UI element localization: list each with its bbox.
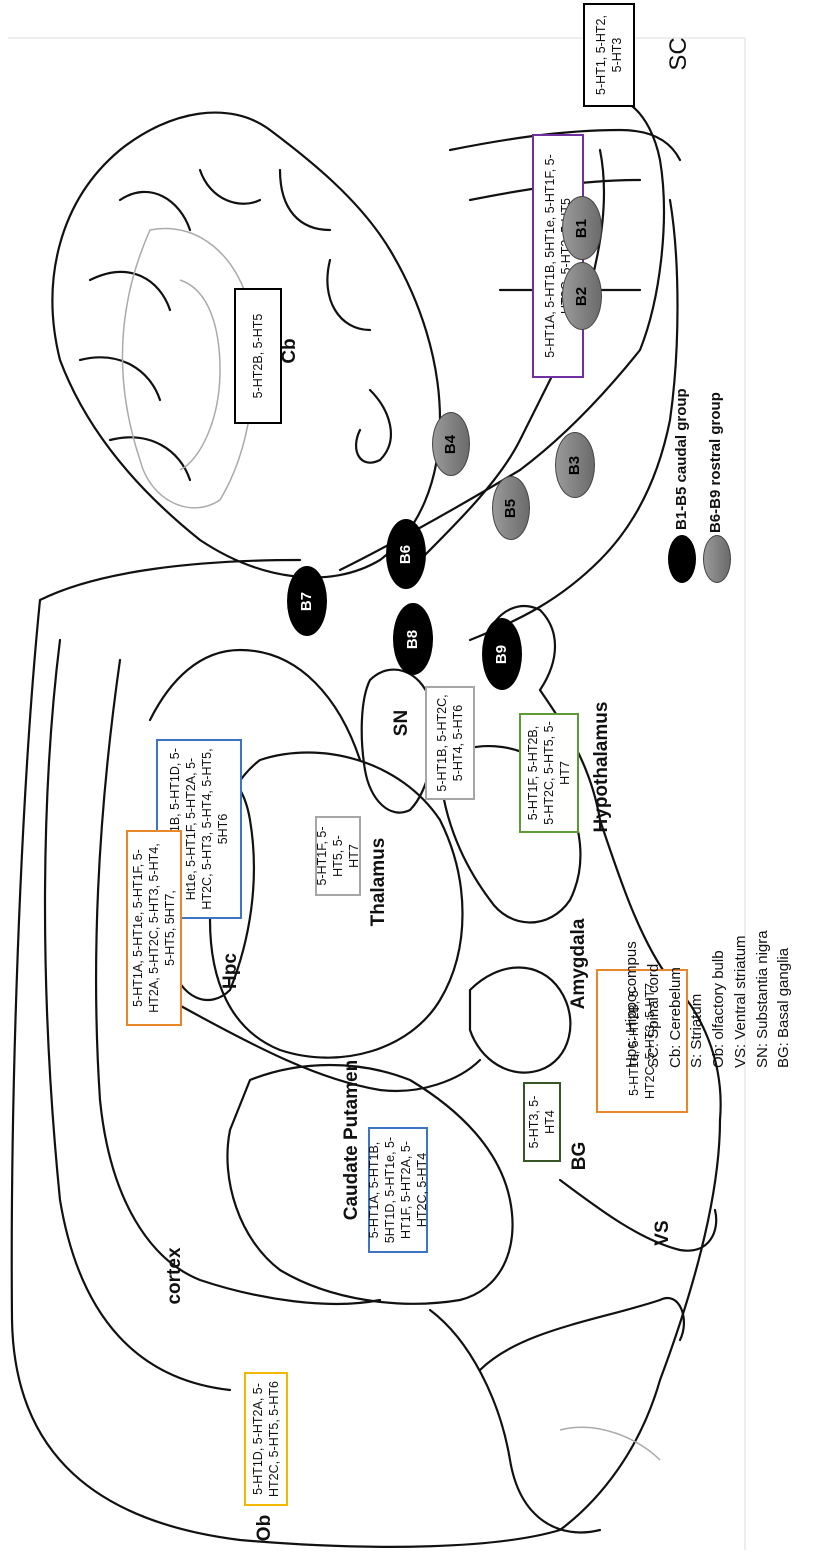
receptor-box-ob: 5-HT1D, 5-HT2A, 5-HT2C, 5-HT5, 5-HT6 (244, 1372, 288, 1506)
abbr-item: SC: Spinal cord (644, 963, 662, 1068)
abbr-item: SN: Substantia nigra (753, 930, 771, 1068)
nucleus-b4: B4 (432, 412, 470, 476)
nucleus-b5: B5 (492, 476, 530, 540)
abbr-item: VS: Ventral striatum (731, 935, 749, 1068)
legend-swatch-grey (703, 535, 731, 583)
receptor-box-sc: 5-HT1, 5-HT2, 5-HT3 (583, 3, 635, 107)
receptor-box-cortex: 5-HT1A, 5-HT1e, 5-HT1F, 5-HT2A, 5-HT2C, … (126, 830, 182, 1026)
cerebrum-outline (10, 558, 722, 1548)
nucleus-b9: B9 (482, 618, 522, 690)
legend-caudal-text: B1-B5 caudal group (673, 388, 690, 530)
nucleus-b6: B6 (386, 519, 426, 589)
label-amygdala: Amygdala (568, 918, 589, 1010)
legend-rostral-text: B6-B9 rostral group (707, 392, 724, 533)
label-sc: SC (665, 37, 692, 71)
receptor-box-bg: 5-HT3, 5-HT4 (523, 1082, 561, 1162)
abbr-item: BG: Basal ganglia (775, 947, 793, 1068)
receptor-box-sn: 5-HT1B, 5-HT2C, 5-HT4, 5-HT6 (425, 686, 475, 800)
nucleus-b2: B2 (562, 262, 602, 330)
label-vs: VS (652, 1220, 673, 1246)
label-hypothalamus: Hypothalamus (591, 701, 612, 833)
nucleus-b7: B7 (287, 566, 327, 636)
label-cb: Cb (279, 338, 300, 364)
abbr-item: Ob: olfactory bulb (710, 950, 727, 1068)
abbr-item: Cb: Cerebelum (666, 967, 684, 1068)
label-sn: SN (391, 709, 412, 737)
spinal-cord-outline (448, 128, 682, 162)
receptor-box-hypothalamus: 5-HT1F, 5-HT2B, 5-HT2C, 5-HT5, 5-HT7 (519, 713, 579, 833)
label-cortex: cortex (164, 1247, 185, 1305)
label-caudate-putamen: Caudate Putamen (341, 1059, 362, 1221)
nucleus-b3: B3 (555, 432, 595, 498)
receptor-box-caudate-putamen: 5-HT1A, 5-HT1B, 5HT1D, 5-HT1e, 5-HT1F, 5… (367, 1127, 429, 1253)
receptor-box-thalamus: 5-HT1F, 5-HT5, 5-HT7 (315, 816, 361, 896)
caudate-putamen-outline (226, 1063, 514, 1305)
abbreviation-list: Hpc: Hippocompus SC: Spinal cord Cb: Cer… (621, 846, 805, 1068)
receptor-box-cb: 5-HT2B, 5-HT5 (234, 288, 282, 424)
brainstem-outline (338, 96, 666, 572)
nucleus-b1: B1 (562, 196, 602, 260)
label-thalamus: Thalamus (368, 837, 389, 927)
nucleus-b8: B8 (393, 603, 433, 675)
label-bg: BG (569, 1141, 590, 1171)
abbr-item: S: Striatum (688, 993, 706, 1068)
substantia-nigra-outline (360, 668, 436, 814)
abbr-item: Hpc: Hippocompus (623, 941, 640, 1068)
label-hpc: Hpc (220, 953, 241, 989)
label-ob: Ob (254, 1514, 275, 1542)
legend-swatch-dark (668, 535, 696, 583)
